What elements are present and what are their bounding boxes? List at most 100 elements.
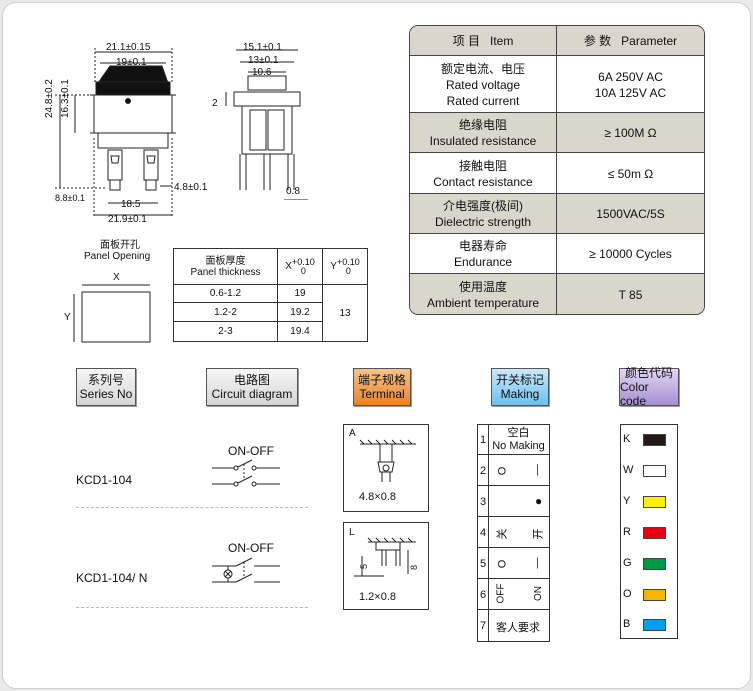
param-label-en: Endurance bbox=[453, 255, 513, 269]
dim-side-08: 0.8 bbox=[286, 186, 300, 197]
color-table: K W Y R G O B bbox=[620, 424, 678, 639]
dim-foot-height: 8.8±0.1 bbox=[55, 193, 85, 203]
param-value: ≥ 10000 Cycles bbox=[589, 247, 672, 261]
terminal-code: A bbox=[349, 428, 356, 439]
making-number: 2 bbox=[478, 455, 489, 486]
parameter-table: 项 目 Item 参 数 Parameter 额定电流、电压 Rated vol… bbox=[409, 25, 705, 315]
thickness-header-en: Panel thickness bbox=[190, 266, 261, 278]
header-circuit-cn: 电路图 bbox=[233, 373, 270, 387]
making-blank-cn: 空白 bbox=[507, 427, 530, 439]
header-color-en: Color code bbox=[620, 380, 649, 408]
making-symbol-on: — bbox=[531, 557, 544, 569]
panel-opening-title-cn: 面板开孔 bbox=[100, 240, 140, 251]
param-label-cn: 使用温度 bbox=[458, 279, 507, 294]
param-label-en: Ambient temperature bbox=[426, 295, 540, 310]
terminal-l-box bbox=[343, 522, 429, 610]
making-symbol-off: 关 bbox=[496, 528, 509, 540]
circuit-label: ON-OFF bbox=[228, 541, 274, 555]
param-value: ≥ 100M Ω bbox=[604, 126, 657, 140]
param-label-cn: 介电强度(极间) bbox=[443, 199, 523, 213]
header-item-cn: 项 目 bbox=[452, 33, 480, 48]
thickness-range: 2-3 bbox=[218, 326, 233, 337]
param-label-cn: 电器寿命 bbox=[458, 239, 507, 253]
color-swatch-red bbox=[643, 527, 666, 539]
dim-pin-gap: 4.8±0.1 bbox=[174, 182, 208, 193]
param-value: T 85 bbox=[618, 287, 643, 302]
header-terminal: 端子规格 Terminal bbox=[353, 368, 411, 406]
terminal-dim-5: 5 bbox=[359, 563, 369, 569]
panel-opening-title-en: Panel Opening bbox=[84, 251, 151, 262]
series-name: KCD1-104/ N bbox=[76, 571, 148, 585]
param-label-en: Insulated resistance bbox=[429, 134, 537, 148]
dim-top-width-2: 19±0.1 bbox=[116, 57, 147, 68]
terminal-size: 1.2×0.8 bbox=[359, 591, 397, 603]
header-making-en: Making bbox=[500, 387, 540, 401]
series-divider bbox=[76, 507, 308, 508]
y-tolerance-zero: 0 bbox=[345, 265, 351, 276]
making-table: 1 空白 No Making 2 O — 3 ● 4 关 开 5 O — 6 O… bbox=[477, 424, 550, 642]
thickness-x-value: 19.2 bbox=[290, 306, 310, 318]
param-label-en: Contact resistance bbox=[433, 174, 533, 189]
dim-base-2: 21.9±0.1 bbox=[108, 214, 147, 225]
dim-body-height: 16.3±0.1 bbox=[60, 79, 71, 118]
dim-total-height: 24.8±0.2 bbox=[44, 79, 55, 118]
terminal-size: 4.8×0.8 bbox=[359, 491, 397, 503]
header-making-cn: 开关标记 bbox=[495, 373, 544, 387]
terminal-code: L bbox=[349, 527, 355, 538]
panel-y-label: Y bbox=[64, 312, 71, 323]
header-series-cn: 系列号 bbox=[87, 373, 124, 387]
making-number: 4 bbox=[478, 517, 489, 548]
header-terminal-en: Terminal bbox=[359, 387, 405, 401]
color-swatch-black bbox=[643, 434, 666, 446]
param-label-en: Dielectric strength bbox=[434, 215, 532, 229]
making-custom: 客人要求 bbox=[496, 622, 540, 634]
param-label-en-2: Rated current bbox=[446, 93, 520, 108]
param-label-cn: 接触电阻 bbox=[458, 158, 507, 173]
param-value-2: 10A 125V AC bbox=[594, 85, 667, 100]
header-color: 颜色代码 Color code bbox=[619, 366, 679, 408]
color-swatch-green bbox=[643, 558, 666, 570]
dim-side-2: 2 bbox=[212, 98, 218, 109]
thickness-y-value: 13 bbox=[339, 307, 351, 319]
making-blank-en: No Making bbox=[492, 440, 545, 452]
terminal-l-icon bbox=[354, 537, 416, 577]
making-symbol-off: O bbox=[496, 559, 509, 569]
terminal-a-icon bbox=[359, 439, 416, 482]
panel-x-label: X bbox=[113, 272, 120, 283]
making-number: 5 bbox=[478, 548, 489, 579]
panel-opening-drawing bbox=[73, 284, 151, 343]
color-code: O bbox=[623, 588, 632, 600]
header-series: 系列号 Series No bbox=[76, 368, 136, 406]
color-code: Y bbox=[623, 495, 631, 507]
param-label-cn: 额定电流、电压 bbox=[440, 61, 525, 76]
header-making: 开关标记 Making bbox=[491, 368, 549, 406]
x-tolerance-zero: 0 bbox=[300, 265, 306, 276]
circuit-symbol bbox=[212, 459, 280, 487]
color-swatch-blue bbox=[643, 619, 666, 631]
making-number: 7 bbox=[478, 610, 489, 642]
header-item-en: Item bbox=[490, 33, 514, 48]
making-number: 6 bbox=[478, 579, 489, 610]
thickness-range: 1.2-2 bbox=[214, 306, 237, 318]
y-tolerance: +0.10 bbox=[336, 256, 360, 267]
header-param-cn: 参 数 bbox=[583, 33, 612, 48]
param-value: ≤ 50m Ω bbox=[607, 166, 654, 181]
making-symbol-off: O bbox=[496, 466, 509, 476]
terminal-a-box bbox=[343, 424, 429, 512]
front-view-drawing bbox=[55, 48, 176, 218]
x-tolerance: +0.10 bbox=[291, 256, 315, 267]
dim-base-1: 18.5 bbox=[121, 199, 141, 210]
circuit-symbol-lamp bbox=[212, 557, 280, 583]
color-swatch-yellow bbox=[643, 496, 666, 508]
header-param-en: Parameter bbox=[621, 33, 678, 48]
making-dot: ● bbox=[535, 494, 543, 508]
making-symbol-on: ON bbox=[533, 586, 544, 601]
color-code: R bbox=[623, 526, 631, 538]
making-symbol-on: 开 bbox=[532, 528, 545, 540]
color-swatch-white bbox=[643, 465, 666, 477]
dim-side-width-2: 13±0.1 bbox=[248, 55, 279, 66]
dim-side-width-1: 15.1±0.1 bbox=[243, 42, 282, 53]
x-header: X bbox=[285, 261, 292, 272]
making-number: 3 bbox=[478, 486, 489, 517]
param-value: 1500VAC/5S bbox=[596, 207, 665, 221]
